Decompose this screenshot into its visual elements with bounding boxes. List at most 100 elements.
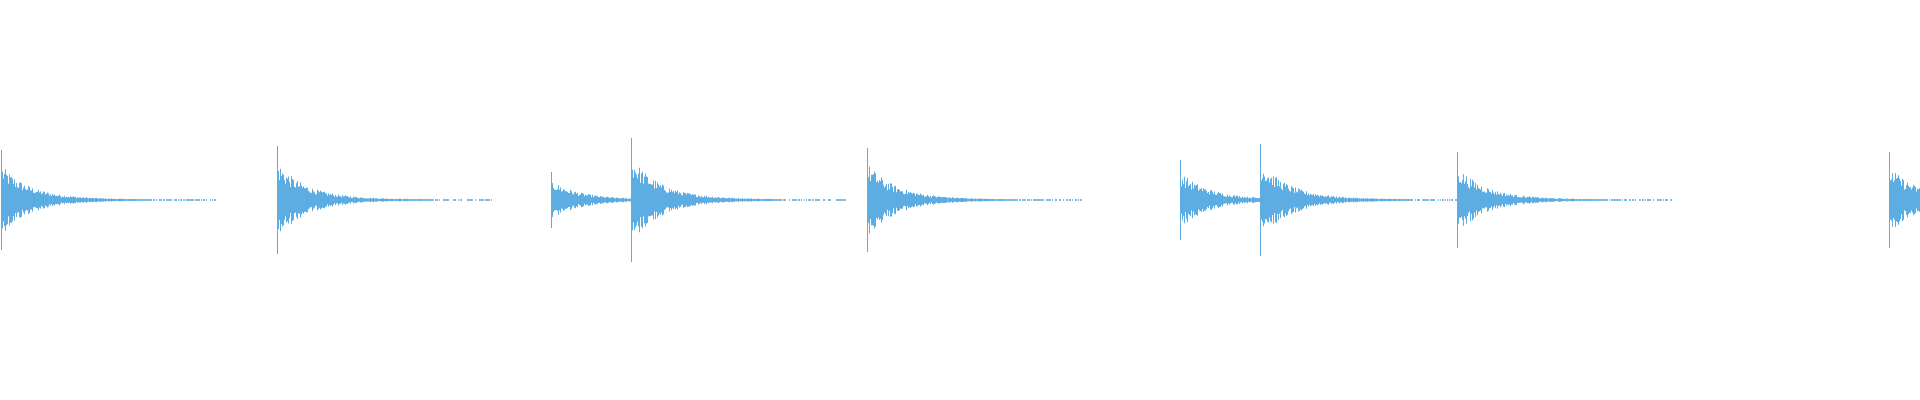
waveform-sample — [1345, 197, 1346, 203]
waveform-sample — [1551, 198, 1552, 202]
waveform-sample — [291, 176, 292, 224]
waveform-sample — [769, 198, 770, 202]
waveform-sample — [1614, 199, 1615, 201]
waveform-sample — [574, 192, 575, 208]
waveform-sample — [816, 199, 817, 201]
waveform-sample — [394, 199, 395, 201]
waveform-sample — [1598, 199, 1599, 201]
waveform-sample — [1657, 199, 1658, 201]
waveform-sample — [1255, 197, 1256, 203]
waveform-sample — [1517, 197, 1518, 203]
waveform-sample — [445, 199, 446, 201]
waveform-sample — [1268, 177, 1269, 223]
waveform-sample — [768, 198, 769, 202]
waveform-sample — [612, 197, 613, 203]
waveform-sample — [85, 197, 86, 203]
waveform-sample — [1055, 199, 1056, 201]
waveform-sample — [1356, 197, 1357, 203]
waveform-sample — [1408, 199, 1409, 201]
waveform-sample — [63, 197, 64, 203]
waveform-sample — [290, 187, 291, 213]
waveform-sample — [556, 189, 557, 211]
waveform-sample — [1903, 180, 1904, 220]
waveform-sample — [1520, 197, 1521, 203]
waveform-sample — [622, 197, 623, 203]
waveform-sample — [796, 199, 797, 201]
waveform-sample — [8, 183, 9, 217]
waveform-sample — [1337, 197, 1338, 203]
waveform-sample — [872, 174, 873, 226]
waveform-sample — [1897, 177, 1898, 223]
waveform-sample — [1012, 199, 1013, 201]
waveform-sample — [148, 199, 149, 201]
waveform-sample — [1244, 196, 1245, 204]
waveform-sample — [958, 198, 959, 202]
waveform-sample — [420, 199, 421, 201]
waveform-sample — [3, 178, 4, 222]
waveform-sample — [1204, 189, 1205, 211]
waveform-sample — [470, 199, 471, 201]
waveform-sample — [926, 196, 927, 204]
waveform-sample — [1269, 182, 1270, 218]
waveform-sample — [930, 195, 931, 205]
waveform-sample — [1217, 193, 1218, 207]
waveform-sample — [75, 196, 76, 204]
waveform-sample — [593, 197, 594, 203]
waveform-sample — [659, 186, 660, 214]
waveform-sample — [325, 193, 326, 207]
waveform-sample — [1181, 186, 1182, 214]
waveform-sample — [759, 198, 760, 202]
waveform-sample — [1294, 192, 1295, 208]
waveform-sample — [909, 192, 910, 208]
waveform-sample — [1349, 197, 1350, 203]
waveform-sample — [918, 194, 919, 206]
waveform-sample — [1665, 199, 1666, 201]
waveform-sample — [1320, 195, 1321, 205]
waveform-sample — [1046, 199, 1047, 201]
waveform-sample — [34, 193, 35, 207]
waveform-sample — [19, 182, 20, 218]
waveform-sample — [370, 197, 371, 203]
waveform-sample — [1648, 199, 1649, 201]
waveform-sample — [871, 174, 872, 226]
waveform-sample — [1394, 198, 1395, 202]
waveform-sample — [1241, 197, 1242, 203]
waveform-sample — [404, 198, 405, 202]
waveform-sample — [598, 197, 599, 203]
waveform-sample — [1584, 198, 1585, 202]
waveform-sample — [896, 192, 897, 208]
waveform-sample — [608, 197, 609, 203]
waveform-sample — [66, 197, 67, 203]
waveform-sample — [360, 197, 361, 203]
waveform-sample — [942, 197, 943, 203]
waveform-sample — [1010, 199, 1011, 201]
waveform-sample — [895, 185, 896, 215]
waveform-sample — [1402, 199, 1403, 201]
waveform-sample — [1335, 197, 1336, 203]
waveform-sample — [131, 199, 132, 201]
waveform-sample — [614, 197, 615, 203]
waveform-sample — [1226, 196, 1227, 204]
waveform-sample — [781, 199, 782, 201]
waveform-sample — [739, 198, 740, 202]
waveform-sample — [755, 199, 756, 201]
waveform-sample — [1200, 189, 1201, 211]
waveform-sample — [1471, 186, 1472, 214]
waveform-sample — [717, 197, 718, 203]
waveform-sample — [570, 189, 571, 211]
waveform-sample — [1557, 198, 1558, 202]
waveform-sample — [1329, 197, 1330, 203]
waveform-sample — [692, 193, 693, 207]
waveform-sample — [1666, 199, 1667, 201]
waveform-sample — [1465, 181, 1466, 219]
waveform-sample — [1067, 199, 1068, 201]
waveform-sample — [1386, 199, 1387, 201]
waveform-sample — [314, 192, 315, 208]
waveform-sample — [1480, 189, 1481, 211]
waveform-sample — [319, 192, 320, 208]
waveform-sample — [121, 198, 122, 202]
waveform-sample — [1205, 189, 1206, 211]
waveform-sample — [704, 195, 705, 205]
waveform-sample — [31, 190, 32, 210]
waveform-sample — [572, 193, 573, 207]
